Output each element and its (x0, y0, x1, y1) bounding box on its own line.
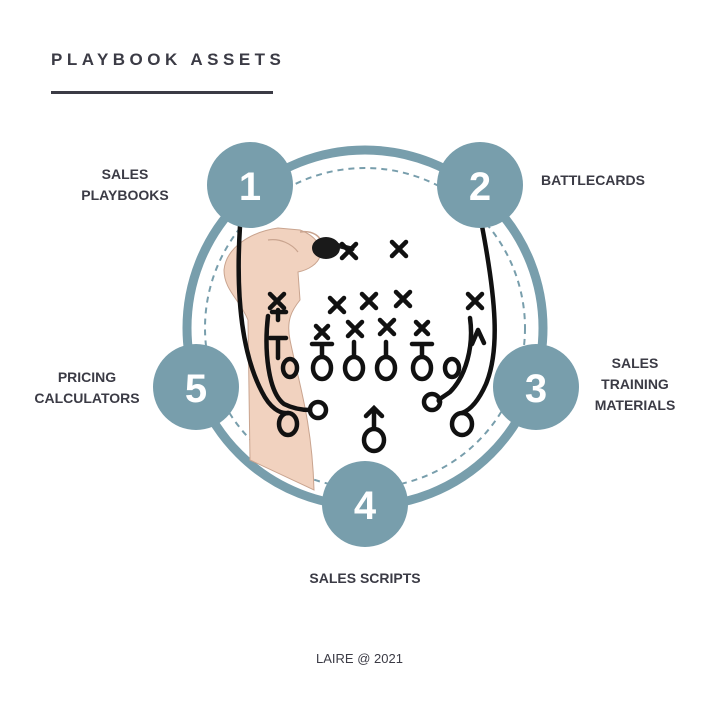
label-battlecards: BATTLECARDS (533, 170, 653, 191)
node-3-number: 3 (525, 367, 547, 411)
page-title: PLAYBOOK ASSETS (51, 50, 286, 69)
label-3-line-2: TRAINING (601, 376, 669, 392)
node-3: 3 (493, 344, 579, 430)
node-2-number: 2 (469, 165, 491, 209)
title-underline (51, 91, 273, 94)
label-5-line-1: PRICING (57, 369, 117, 385)
play-drawing (236, 223, 497, 454)
node-5: 5 (153, 344, 239, 430)
label-sales-training-materials: SALES TRAINING MATERIALS (585, 353, 685, 416)
footer-credit: LAIRE @ 2021 (316, 651, 403, 666)
label-4-line-1: SALES SCRIPTS (309, 570, 421, 586)
node-4: 4 (322, 461, 408, 547)
label-2-line-1: BATTLECARDS (541, 172, 645, 188)
label-1-line-1: SALES (101, 166, 149, 182)
node-2: 2 (437, 142, 523, 228)
label-sales-playbooks: SALES PLAYBOOKS (66, 164, 184, 206)
node-1-number: 1 (239, 165, 261, 209)
label-1-line-2: PLAYBOOKS (81, 187, 169, 203)
label-3-line-1: SALES (611, 355, 659, 371)
dashed-ring (204, 167, 526, 489)
node-5-number: 5 (185, 367, 207, 411)
node-4-number: 4 (354, 484, 377, 528)
label-pricing-calculators: PRICING CALCULATORS (28, 367, 146, 409)
label-sales-scripts: SALES SCRIPTS (295, 568, 435, 589)
label-5-line-2: CALCULATORS (34, 390, 140, 406)
node-1: 1 (207, 142, 293, 228)
label-3-line-3: MATERIALS (594, 397, 676, 413)
